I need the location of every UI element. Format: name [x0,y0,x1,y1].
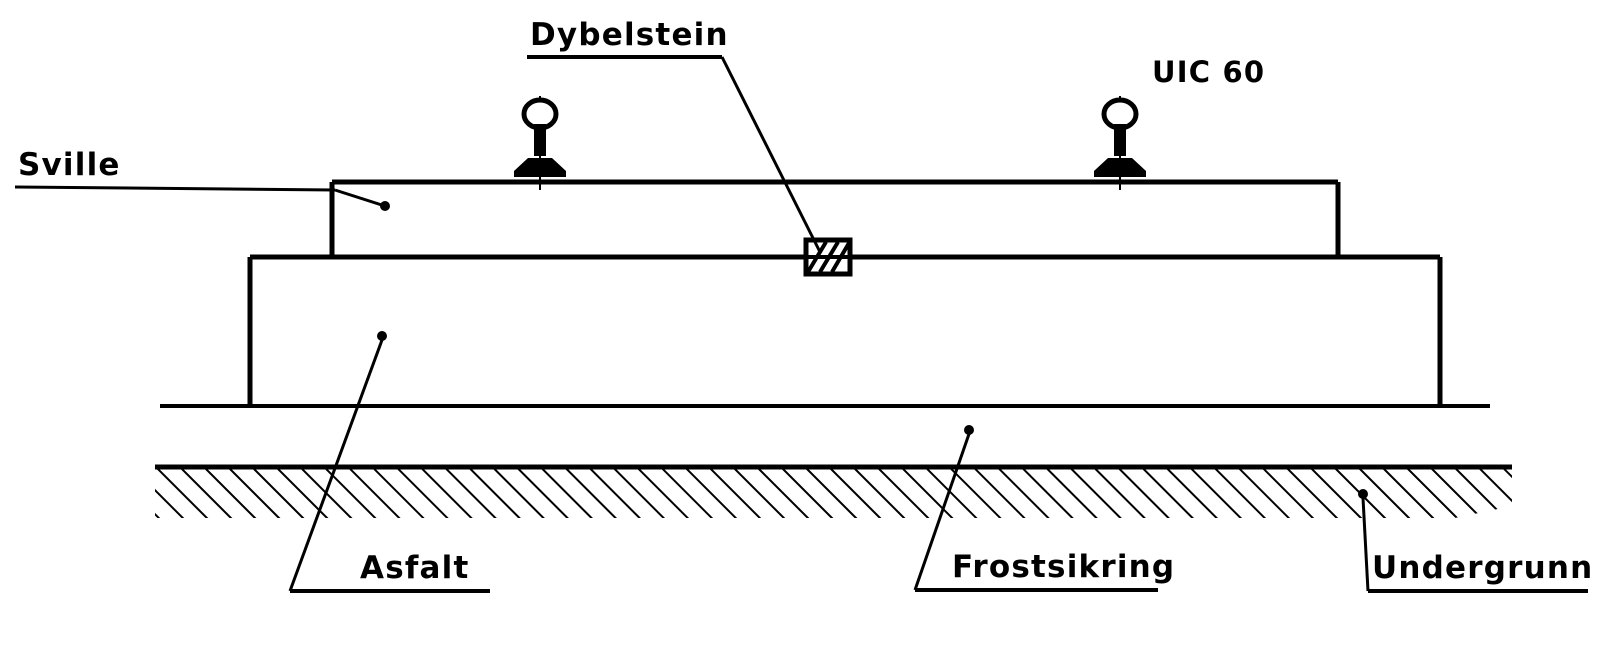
sville-leader-line [334,188,386,208]
sleeper-slab-outline [329,179,1341,258]
dowel-stone-block [803,237,853,277]
leader-frostsikring [913,425,1158,592]
label-sville: Sville [18,147,121,183]
frostsikring-leader-line [913,433,971,591]
dybelstein-leader-line [720,56,822,253]
undergrunn-leader-line [1361,497,1370,592]
label-dybelstein: Dybelstein [530,17,729,53]
rail-left [514,96,566,190]
leader-dybelstein [527,55,822,253]
leader-undergrunn [1358,489,1588,593]
sville-underline [14,185,336,192]
rail-right [1094,96,1146,190]
label-asfalt: Asfalt [360,550,470,586]
sville-leader-dot [380,201,390,211]
label-uic-60: UIC 60 [1152,55,1265,89]
rail-left-web [534,124,546,156]
subgrade-hatch-fill [155,468,1512,518]
rail-left-head [521,97,559,131]
label-undergrunn: Undergrunn [1372,550,1593,586]
rail-right-web [1114,124,1126,156]
rail-right-head [1101,97,1139,131]
subgrade-hatch-band [155,464,1512,518]
asfalt-leader-line [288,339,384,592]
rail-left-foot [514,158,566,177]
undergrunn-leader-dot [1358,489,1368,499]
asfalt-leader-dot [377,331,387,341]
rail-right-foot [1094,158,1146,177]
label-frostsikring: Frostsikring [952,549,1175,585]
dowel-stone-hatching [806,240,851,274]
leader-asfalt [288,331,490,593]
leader-sville [14,185,390,211]
asphalt-slab-outline [247,254,1443,406]
frostsikring-leader-dot [964,425,974,435]
